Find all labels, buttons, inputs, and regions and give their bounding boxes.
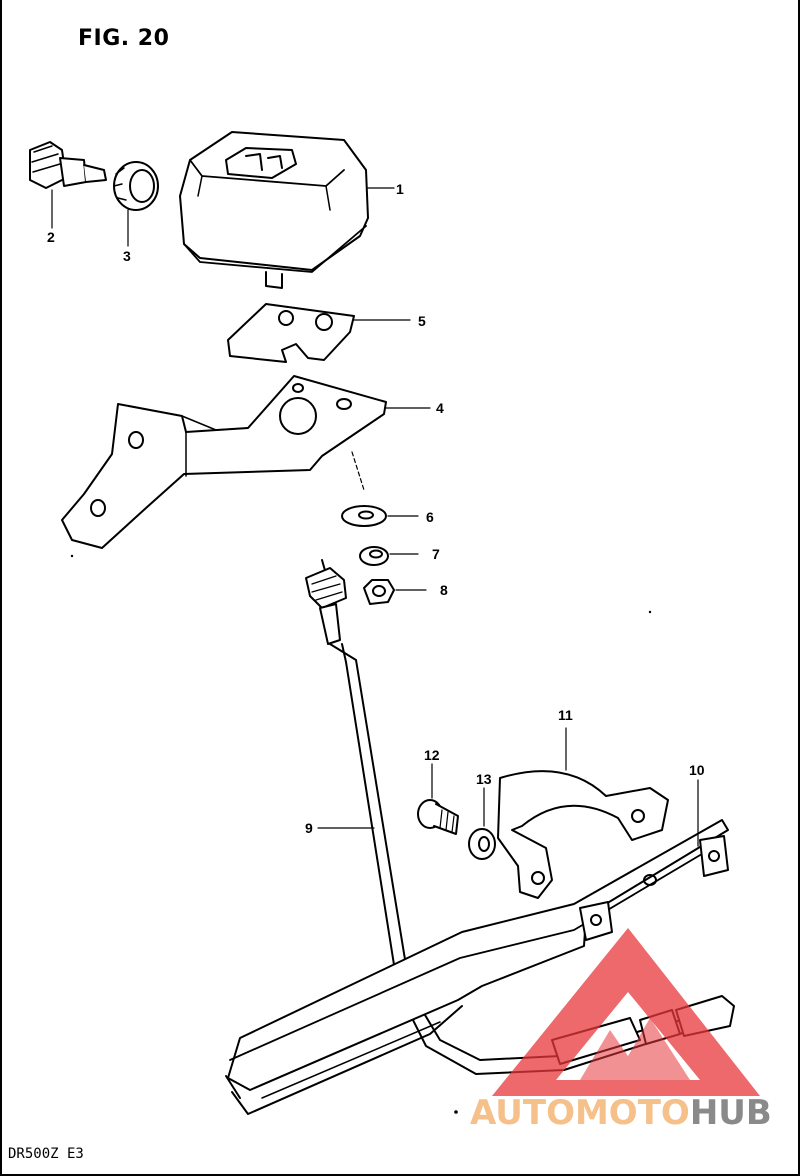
callout-11: 11 bbox=[558, 707, 573, 723]
part-10-frame-rail bbox=[225, 779, 729, 1115]
watermark-suffix: HUB bbox=[690, 1093, 772, 1133]
callout-labels: 1 2 3 4 5 6 7 8 9 10 11 12 13 bbox=[47, 181, 705, 836]
part-5-plate bbox=[227, 303, 411, 363]
part-2-plug bbox=[29, 141, 107, 229]
watermark-logo: AUTOMOTOHUB bbox=[470, 928, 772, 1133]
speck bbox=[70, 554, 74, 558]
part-12-bolt bbox=[417, 763, 459, 835]
callout-8: 8 bbox=[440, 582, 448, 598]
callout-2: 2 bbox=[47, 229, 55, 245]
part-1-relay bbox=[179, 131, 395, 289]
watermark-prefix: AUTOMOTO bbox=[470, 1093, 690, 1133]
callout-7: 7 bbox=[432, 546, 440, 562]
callout-12: 12 bbox=[424, 747, 440, 763]
part-3-grommet bbox=[113, 161, 159, 247]
watermark-text: AUTOMOTOHUB bbox=[470, 1093, 772, 1133]
part-11-u-clamp bbox=[497, 727, 669, 899]
figure-title: FIG. 20 bbox=[78, 26, 170, 51]
part-4-bracket bbox=[61, 375, 431, 549]
part-13-washer bbox=[468, 787, 496, 860]
watermark-triangle bbox=[492, 928, 760, 1096]
part-8-nut bbox=[363, 579, 427, 605]
callout-6: 6 bbox=[426, 509, 434, 525]
part-6-washer bbox=[341, 505, 419, 527]
speck bbox=[454, 1110, 458, 1114]
callout-9: 9 bbox=[305, 820, 313, 836]
callout-10: 10 bbox=[689, 762, 705, 778]
part-7-lock-washer bbox=[359, 546, 419, 566]
callout-3: 3 bbox=[123, 248, 131, 264]
callout-1: 1 bbox=[396, 181, 404, 197]
model-code: DR500Z E3 bbox=[8, 1146, 84, 1162]
speck bbox=[648, 610, 652, 614]
callout-13: 13 bbox=[476, 771, 492, 787]
watermark-mountain bbox=[580, 1018, 690, 1080]
callout-4: 4 bbox=[436, 400, 444, 416]
callout-5: 5 bbox=[418, 313, 426, 329]
